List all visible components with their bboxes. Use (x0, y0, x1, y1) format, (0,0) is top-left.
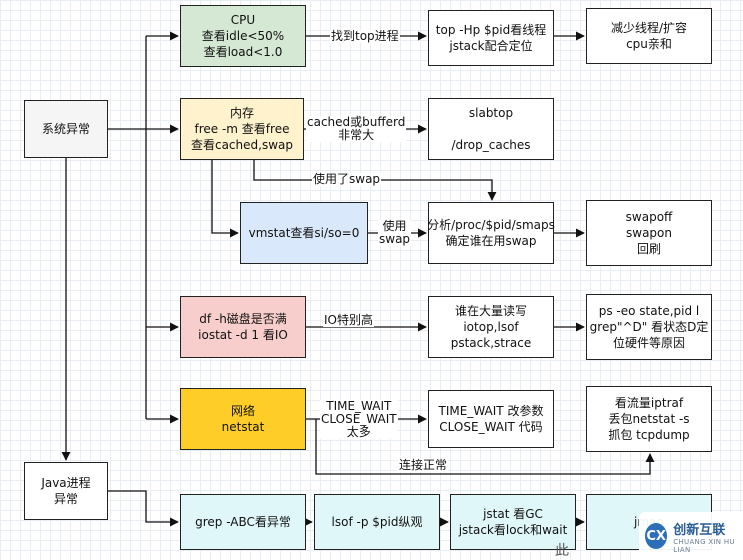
node-iotop-line: 谁在大量读写 (454, 304, 527, 318)
label-timewait-closewait-line: 太多 (346, 425, 371, 439)
node-swapoff-line: swapoff (625, 210, 673, 224)
label-use-swap-line: 使用 (382, 219, 407, 233)
label-timewait-closewait-line: CLOSE_WAIT (321, 412, 397, 426)
node-smaps: 分析/proc/$pid/smaps 确定谁在用swap (427, 202, 555, 264)
label-used-swap-line: 使用了swap (313, 172, 381, 186)
node-ps-state: ps -eo state,pid l grep"^D" 看状态D定位硬件等原因 (586, 294, 712, 360)
node-java-exception-line: 异常 (53, 492, 78, 506)
logo-name: 创新互联 (673, 522, 726, 538)
node-network-line: 网络 (230, 404, 255, 418)
node-disk-line: iostat -d 1 看IO (198, 328, 288, 342)
label-timewait-closewait-line: TIME_WAIT (326, 399, 392, 413)
node-vmstat-line: vmstat查看si/so=0 (248, 226, 360, 240)
node-top-hp: top -Hp $pid看线程 jstack配合定位 (428, 10, 554, 66)
node-system-exception-line: 系统异常 (41, 122, 90, 136)
node-iotop-line: pstack,strace (450, 336, 532, 350)
node-ps-state-line: 位硬件等原因 (612, 336, 685, 350)
node-cpu-line: 查看idle<50% (201, 29, 285, 43)
node-jstat: jstat 看GC jstack看lock和wait (450, 494, 576, 550)
label-cached-bufferd-line: cached或bufferd (307, 115, 406, 129)
label-find-top-process-line: 找到top进程 (331, 29, 399, 43)
node-iptraf-line: 看流量iptraf (614, 396, 684, 410)
watermark-logo: CX 创新互联 CHUANG XIN HU LIAN (639, 512, 743, 560)
node-jstat-line: jstack看lock和wait (458, 523, 568, 537)
node-grep-line: grep -ABC看异常 (195, 515, 291, 529)
node-iptraf-line: 丢包netstat -s (608, 412, 690, 426)
node-reduce-threads: 减少线程/扩容 cpu亲和 (586, 8, 712, 64)
label-use-swap-line: swap (379, 232, 411, 246)
node-memory-line: 查看cached,swap (190, 138, 293, 152)
node-java-exception-line: Java进程 (41, 476, 91, 490)
node-cpu: CPU 查看idle<50% 查看load<1.0 (180, 5, 306, 67)
node-reduce-threads-line: cpu亲和 (626, 37, 672, 51)
arrow-net-to-iptraf (315, 419, 655, 475)
node-network-line: netstat (221, 420, 265, 434)
node-iotop-line: iotop,lsof (463, 320, 519, 334)
label-io-high-line: IO特别高 (324, 313, 373, 327)
label-find-top-process: 找到top进程 (330, 30, 400, 43)
node-ps-state-line: grep"^D" 看状态D定 (589, 320, 709, 334)
node-ps-state-line: ps -eo state,pid l (598, 304, 700, 318)
node-jstat-line: jstat 看GC (483, 507, 543, 521)
node-iotop: 谁在大量读写 iotop,lsof pstack,strace (428, 296, 554, 358)
node-swapoff: swapoff swapon 回刷 (586, 200, 712, 266)
arrow-java-to-grep (108, 490, 179, 527)
label-connection-ok: 连接正常 (398, 458, 449, 472)
node-iptraf: 看流量iptraf 丢包netstat -s 抓包 tcpdump (586, 386, 712, 452)
node-system-exception: 系统异常 (24, 100, 108, 158)
node-lsof: lsof -p $pid纵观 (314, 494, 440, 550)
node-swapoff-line: swapon (626, 226, 672, 240)
node-disk-line: df -h磁盘是否满 (199, 312, 287, 326)
node-smaps-line: 确定谁在用swap (445, 234, 537, 248)
arrow-mem-to-vmstat (211, 160, 239, 238)
node-lsof-line: lsof -p $pid纵观 (331, 515, 423, 529)
node-top-hp-line: top -Hp $pid看线程 (435, 23, 547, 37)
node-smaps-line: 分析/proc/$pid/smaps (427, 218, 555, 232)
node-reduce-threads-line: 减少线程/扩容 (610, 21, 688, 35)
node-slabtop-line: /drop_caches (451, 138, 531, 152)
node-network: 网络 netstat (180, 388, 306, 450)
node-timewait-line: TIME_WAIT 改参数 (438, 404, 544, 418)
node-memory-line: 内存 (229, 106, 254, 120)
node-memory-line: free -m 查看free (194, 122, 290, 136)
node-swapoff-line: 回刷 (636, 242, 661, 256)
logo-subtitle: CHUANG XIN HU LIAN (673, 537, 735, 554)
node-iptraf-line: 抓包 tcpdump (608, 428, 690, 442)
node-memory: 内存 free -m 查看free 查看cached,swap (180, 98, 304, 160)
node-slabtop: slabtop /drop_caches (428, 98, 554, 160)
node-disk: df -h磁盘是否满 iostat -d 1 看IO (180, 296, 306, 358)
node-timewait-line: CLOSE_WAIT 代码 (439, 420, 543, 434)
logo-icon: CX (645, 523, 668, 549)
node-cpu-line: CPU (230, 13, 256, 27)
node-vmstat: vmstat查看si/so=0 (240, 202, 368, 264)
node-grep: grep -ABC看异常 (180, 494, 306, 550)
node-timewait: TIME_WAIT 改参数 CLOSE_WAIT 代码 (428, 390, 554, 448)
corner-text: 此 (555, 543, 569, 559)
label-io-high: IO特别高 (323, 314, 374, 327)
label-cached-bufferd-line: 非常大 (338, 128, 375, 142)
node-cpu-line: 查看load<1.0 (203, 45, 283, 59)
node-top-hp-line: jstack配合定位 (449, 39, 533, 53)
label-connection-ok-line: 连接正常 (399, 458, 448, 472)
label-used-swap: 使用了swap (312, 172, 382, 186)
node-slabtop-line: slabtop (468, 106, 514, 120)
node-slabtop-line (489, 121, 493, 137)
node-java-exception: Java进程异常 (24, 462, 108, 520)
